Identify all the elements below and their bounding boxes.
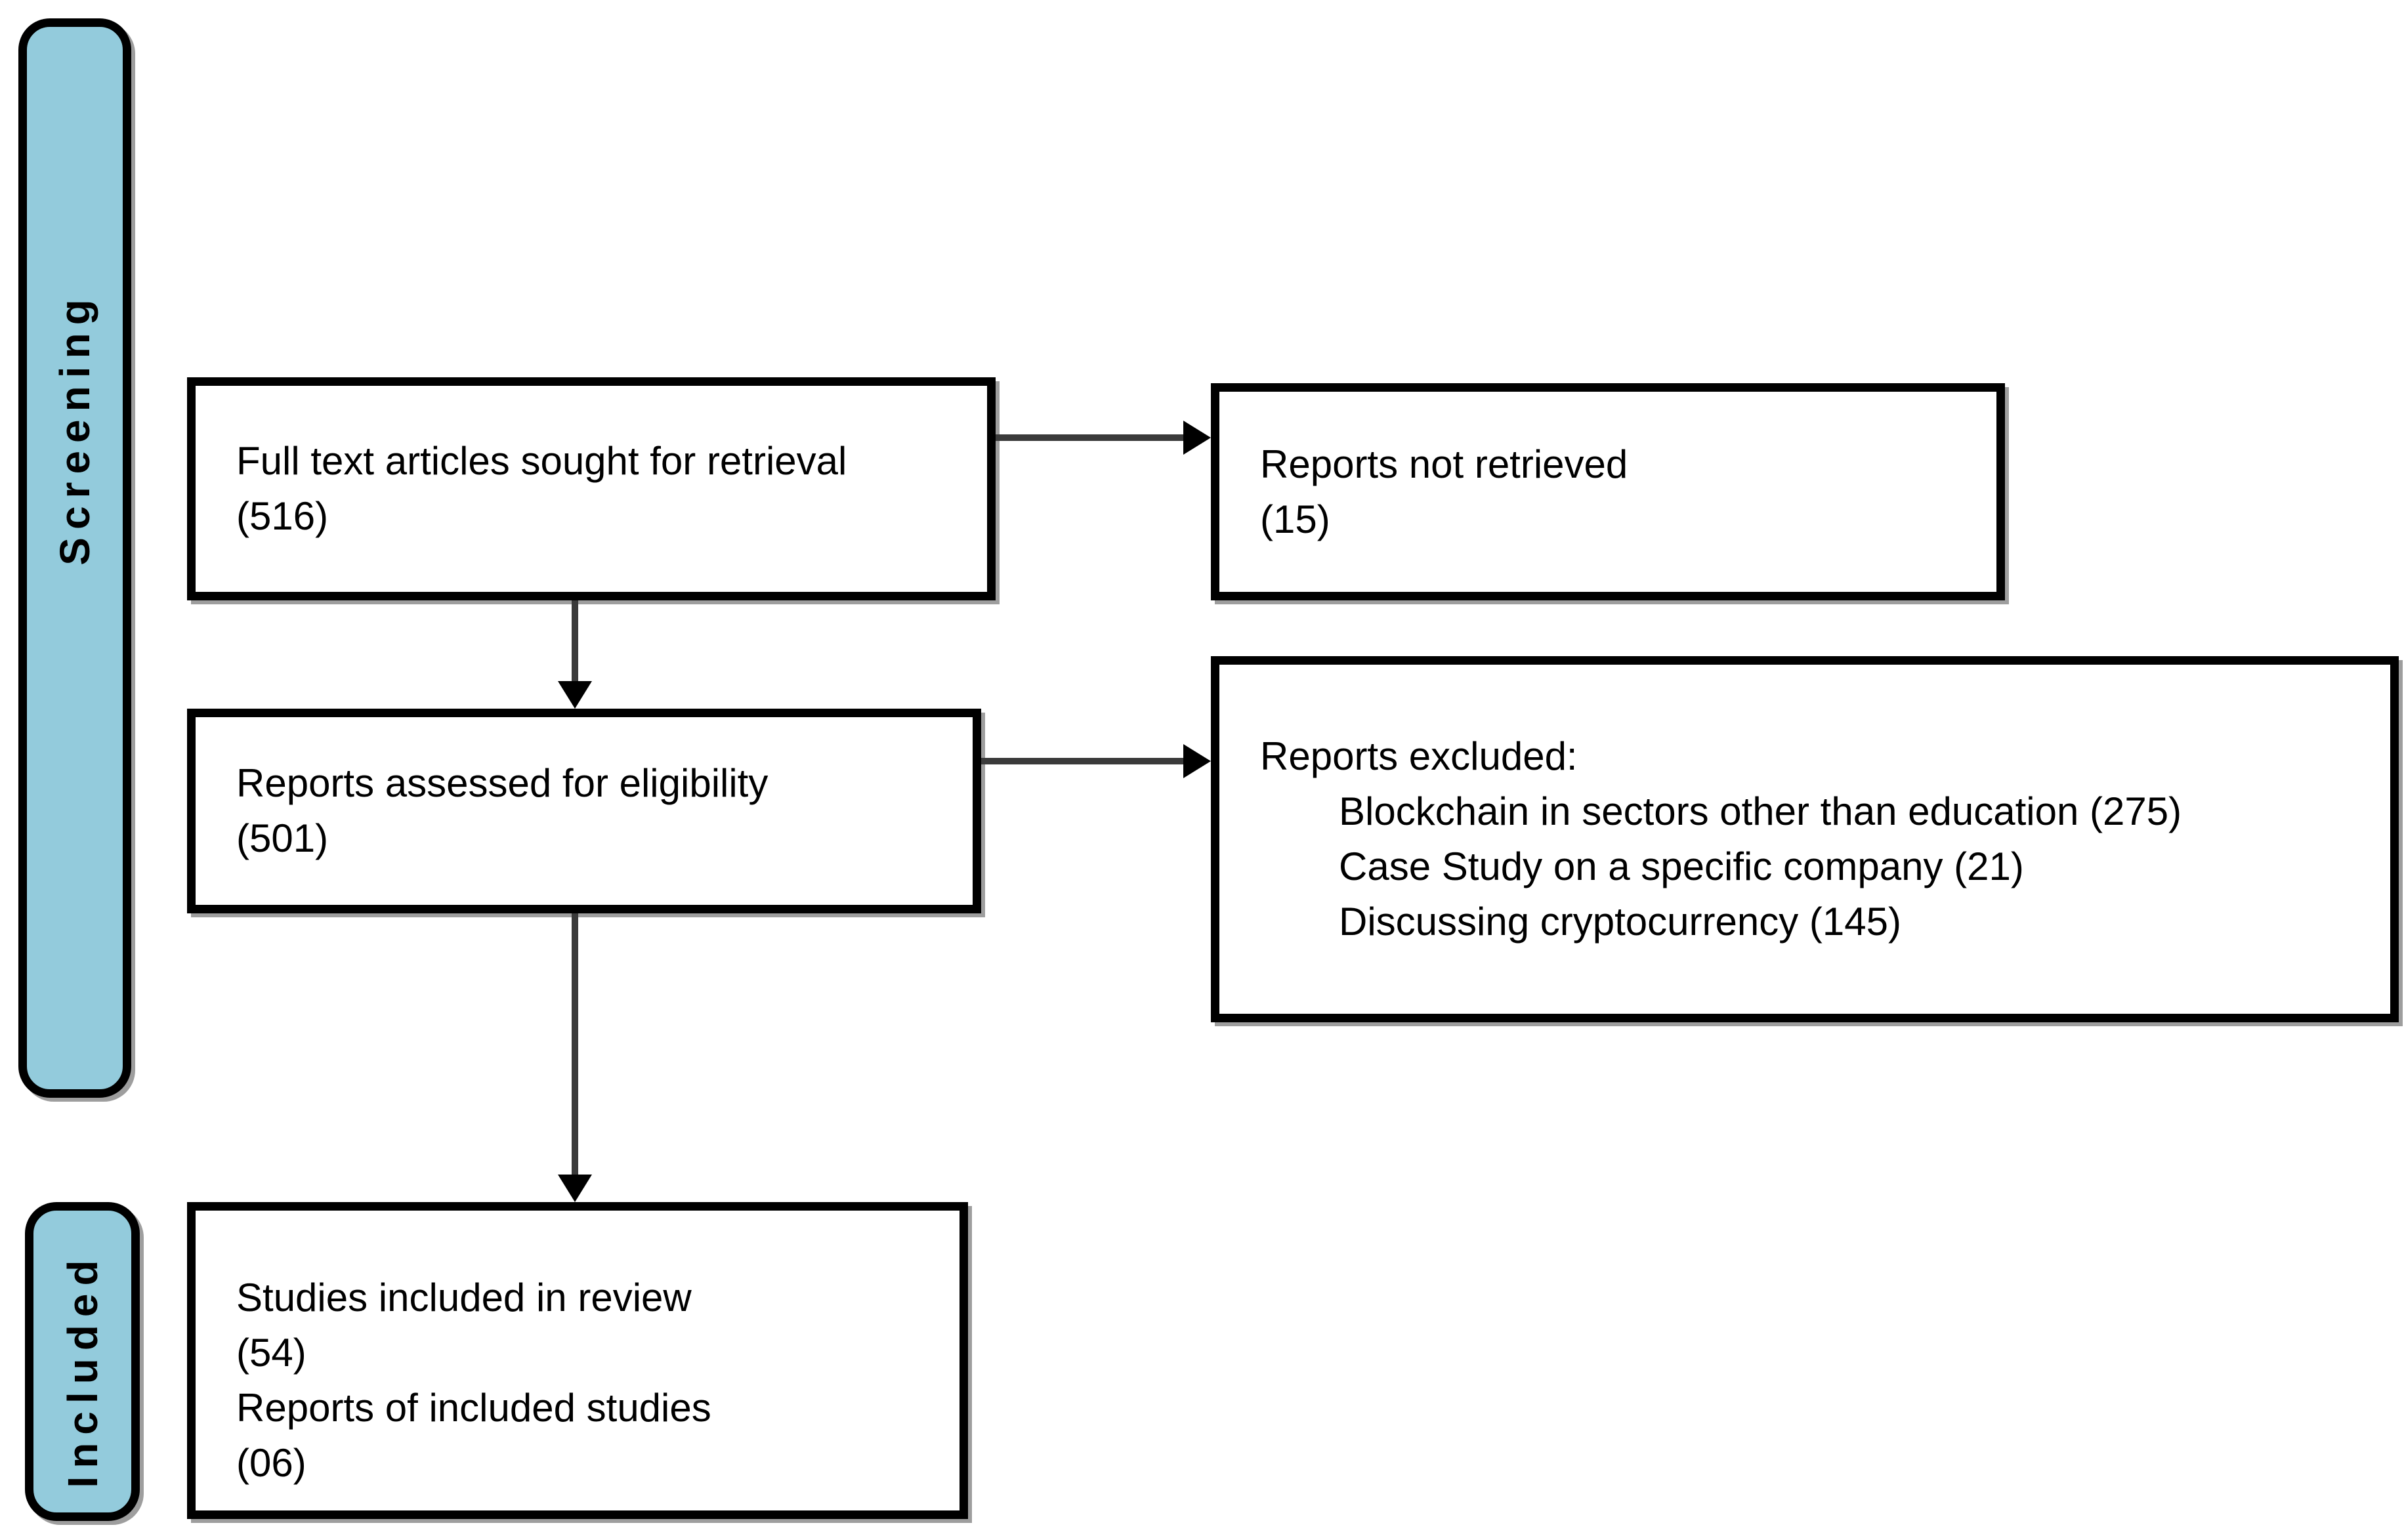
arrowhead-right-icon xyxy=(1183,421,1211,455)
arrow-sought-to-not-retrieved xyxy=(996,421,1211,455)
arrow-sought-to-assessed xyxy=(558,600,592,709)
stage-label-screening: Screening xyxy=(51,291,98,566)
arrow-assessed-to-included xyxy=(558,913,592,1202)
stage-label-included: Included xyxy=(58,1252,106,1488)
box-text-line: Full text articles sought for retrieval xyxy=(236,439,847,483)
box-count: (516) xyxy=(236,494,329,538)
flow-box-studies-included: Studies included in review (54) Reports … xyxy=(187,1202,968,1519)
box-text-line: Studies included in review xyxy=(236,1275,692,1320)
arrow-shaft xyxy=(572,913,578,1177)
arrow-shaft xyxy=(572,600,578,684)
stage-pill-included: Included xyxy=(25,1202,140,1521)
arrowhead-down-icon xyxy=(558,681,592,709)
arrow-shaft xyxy=(981,758,1186,764)
flow-box-reports-assessed: Reports assessed for eligibility (501) xyxy=(187,709,981,913)
stage-pill-screening: Screening xyxy=(18,18,131,1098)
box-count: (54) xyxy=(236,1330,306,1375)
arrowhead-down-icon xyxy=(558,1175,592,1202)
excluded-reason: Case Study on a specific company (21) xyxy=(1339,844,2024,888)
box-count: (06) xyxy=(236,1440,306,1485)
arrow-assessed-to-excluded xyxy=(981,744,1211,778)
box-text-line: Reports assessed for eligibility xyxy=(236,761,769,805)
flow-box-reports-excluded: Reports excluded: Blockchain in sectors … xyxy=(1211,656,2399,1022)
flow-box-reports-not-retrieved: Reports not retrieved (15) xyxy=(1211,383,2005,600)
excluded-reason: Discussing cryptocurrency (145) xyxy=(1339,900,1901,944)
excluded-heading: Reports excluded: xyxy=(1260,734,1578,778)
arrow-shaft xyxy=(996,434,1186,441)
arrowhead-right-icon xyxy=(1183,744,1211,778)
flow-box-full-text-sought: Full text articles sought for retrieval … xyxy=(187,377,996,600)
excluded-reason: Blockchain in sectors other than educati… xyxy=(1339,789,2182,833)
box-count: (501) xyxy=(236,816,329,860)
box-text-line: Reports not retrieved xyxy=(1260,442,1628,486)
box-text-line: Reports of included studies xyxy=(236,1385,711,1430)
box-count: (15) xyxy=(1260,497,1330,541)
